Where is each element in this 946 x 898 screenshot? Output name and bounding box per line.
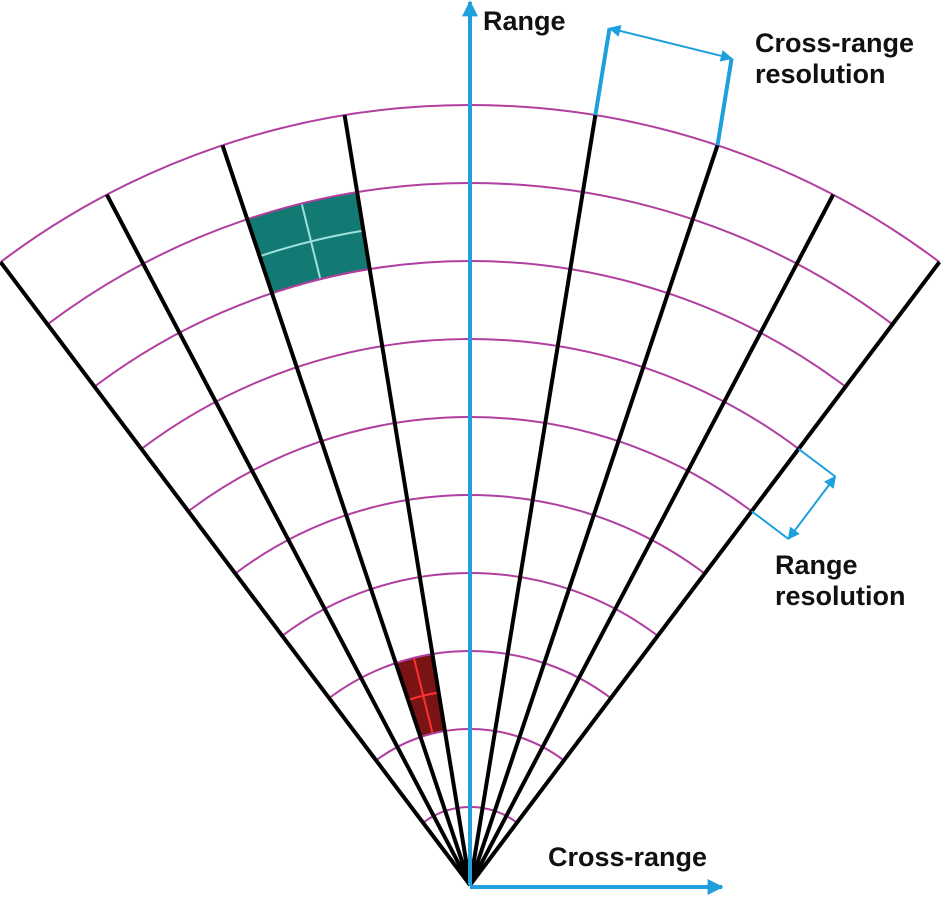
- cross-range-extension-right: [715, 58, 734, 146]
- radial-line: [105, 193, 472, 886]
- cross-range-axis-label: Cross-range: [548, 842, 708, 872]
- radial-line: [0, 260, 472, 887]
- cross-range-resolution-label-line1: Cross-range: [755, 28, 915, 58]
- radial-line: [342, 114, 472, 886]
- radial-line: [468, 144, 720, 886]
- radial-line: [220, 144, 472, 886]
- range-resolution-arrow: [787, 475, 837, 540]
- far-range-cell-cross-radial: [300, 203, 322, 280]
- cross-range-resolution-label-line2: resolution: [755, 59, 886, 89]
- range-resolution-label: Range resolution: [775, 550, 906, 612]
- near-range-cell-cross-radial: [412, 657, 434, 734]
- range-resolution-label-line1: Range: [775, 550, 858, 580]
- cross-range-resolution-arrow: [608, 25, 733, 62]
- range-extension-outer: [797, 448, 836, 478]
- range-axis-label: Range: [483, 6, 566, 36]
- radial-line: [468, 114, 598, 886]
- range-extension-inner: [751, 510, 789, 540]
- radial-line: [468, 260, 942, 887]
- radial-line: [468, 193, 835, 886]
- range-resolution-label-line2: resolution: [775, 581, 906, 611]
- cross-range-extension-left: [593, 27, 612, 116]
- cross-range-resolution-label: Cross-range resolution: [755, 28, 914, 90]
